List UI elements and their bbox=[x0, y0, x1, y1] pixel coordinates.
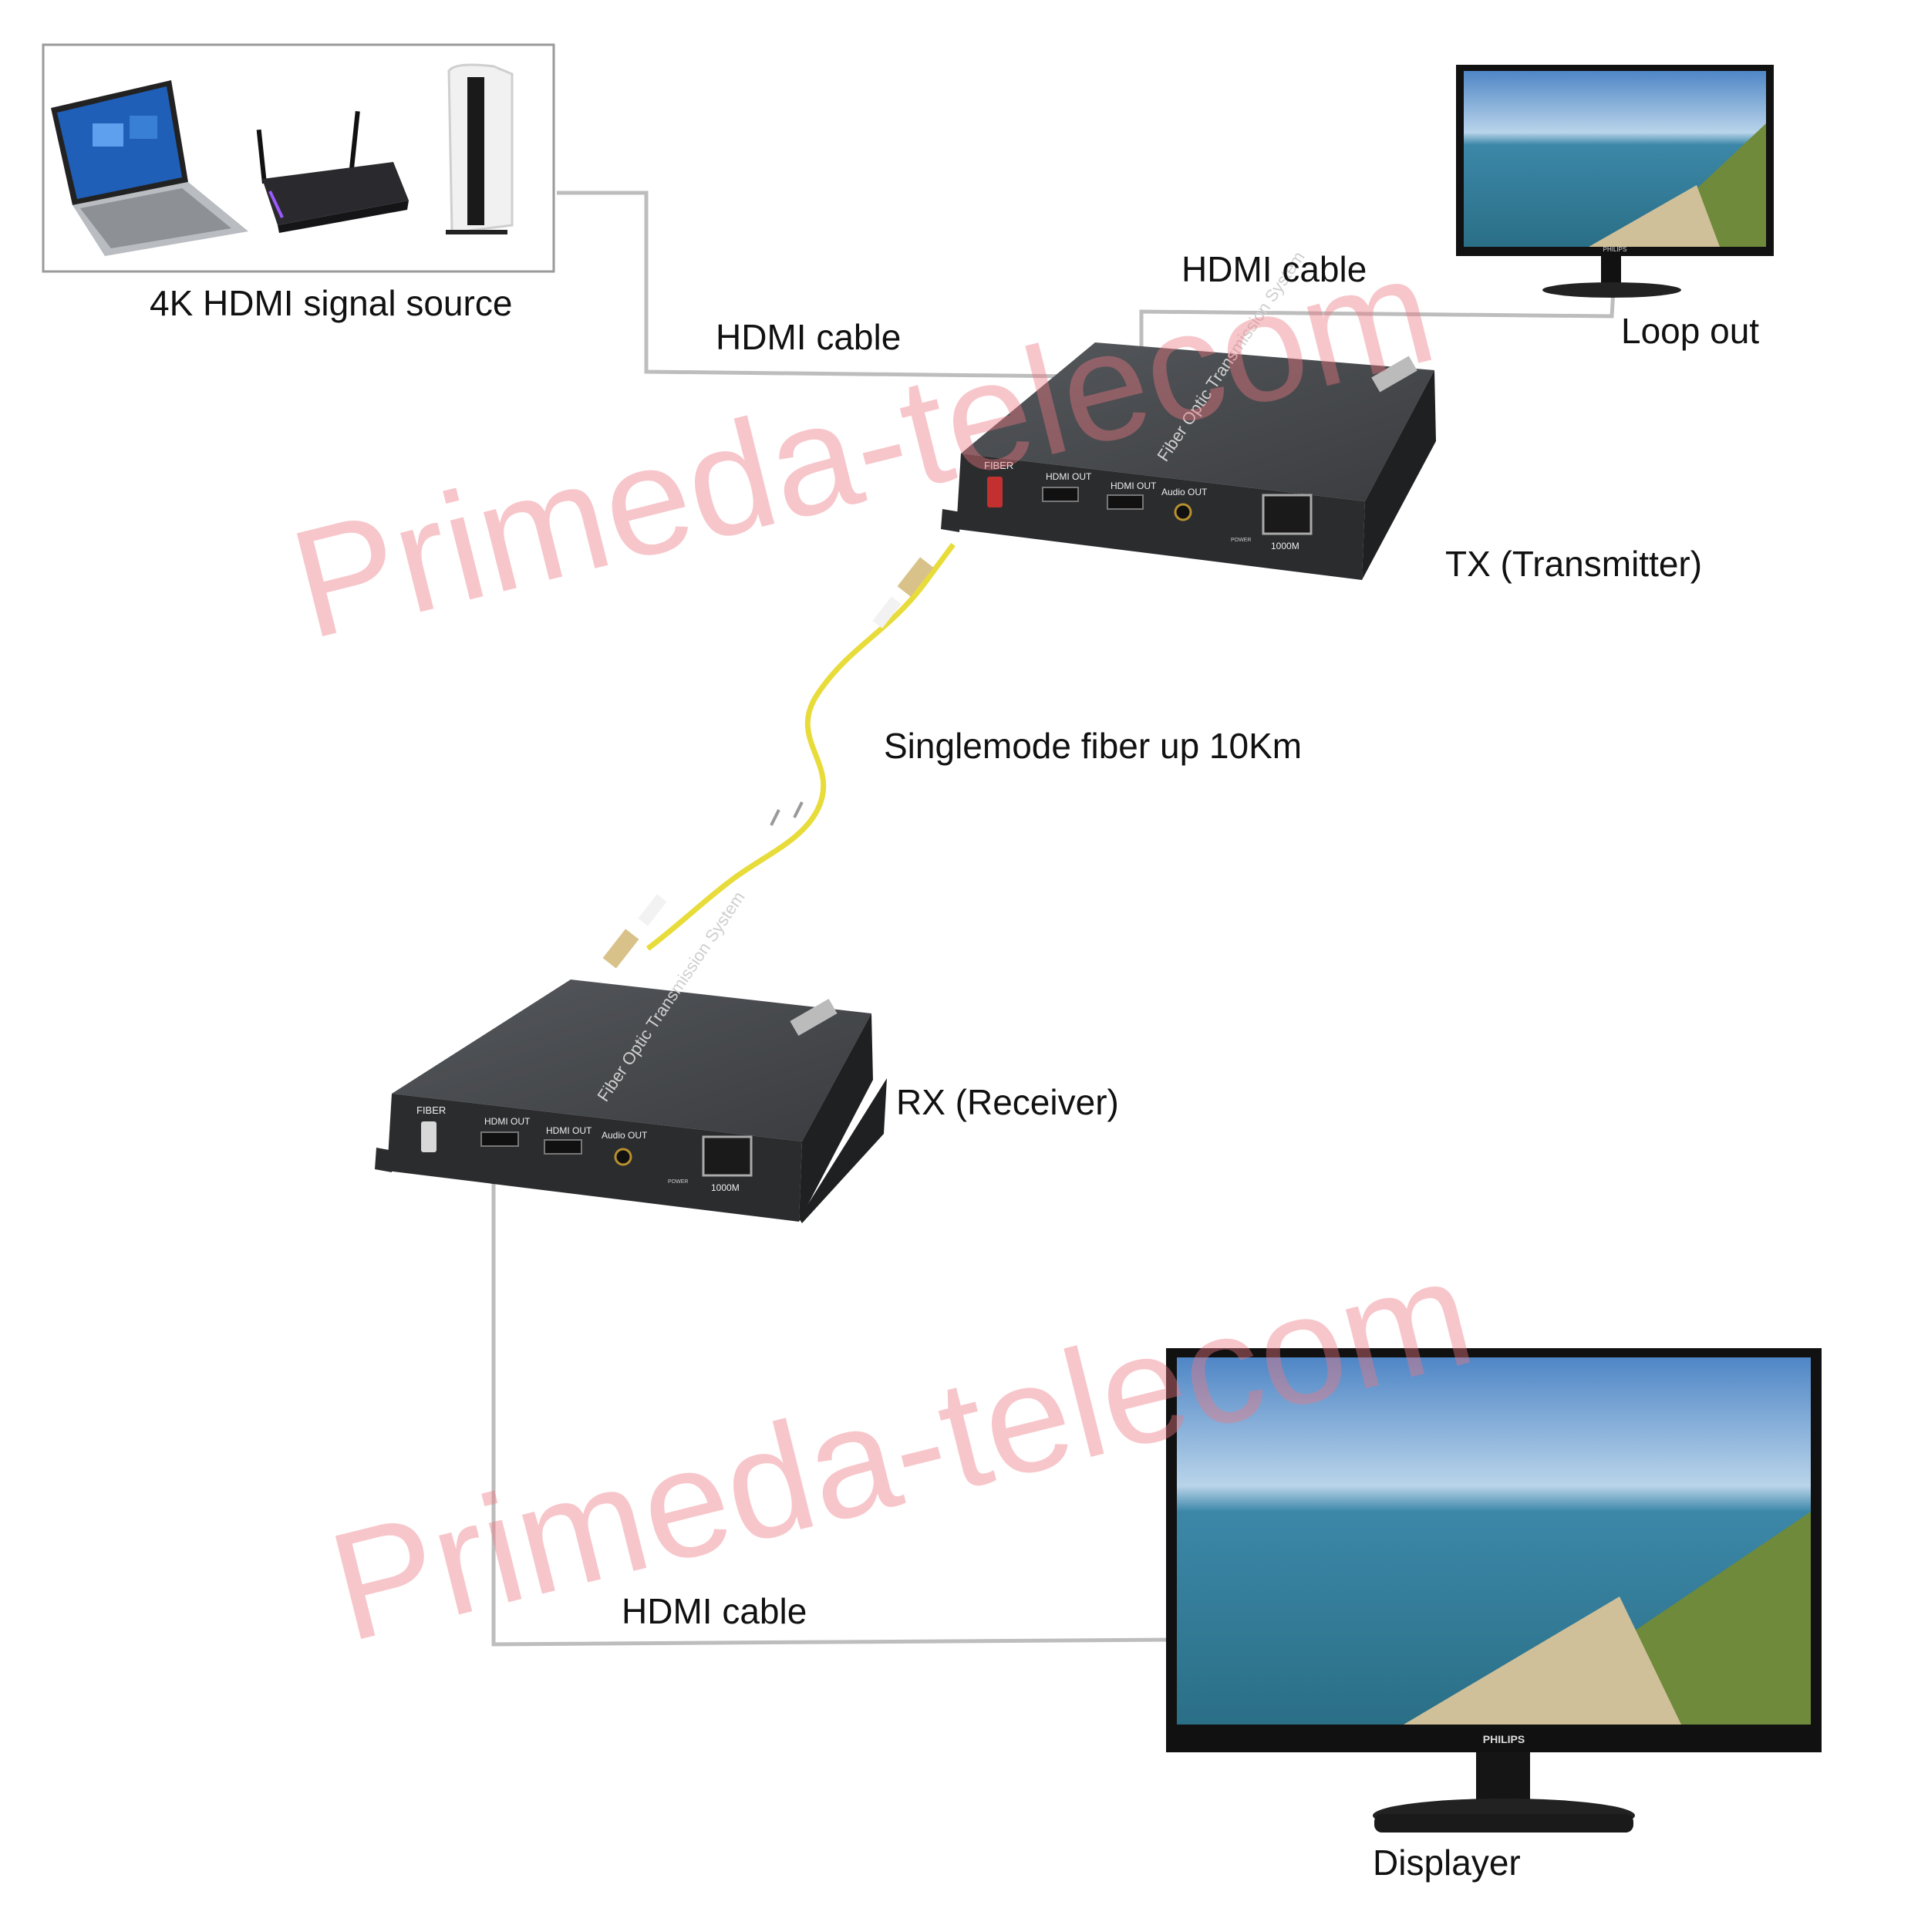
rx-lan-label: 1000M bbox=[711, 1182, 740, 1193]
monitor-brand: PHILIPS bbox=[1483, 1733, 1525, 1745]
tx-hdmi-out-label-1: HDMI OUT bbox=[1046, 471, 1092, 482]
tx-fiber-label: FIBER bbox=[984, 460, 1013, 471]
signal-source-box bbox=[42, 43, 555, 273]
laptop-icon bbox=[51, 80, 248, 256]
tx-power-label: POWER bbox=[1231, 538, 1251, 543]
loop-out-label: Loop out bbox=[1621, 311, 1760, 351]
rx-audio-jack bbox=[614, 1148, 632, 1166]
tx-label: TX (Transmitter) bbox=[1445, 544, 1703, 584]
hdmi-cable-label-1: HDMI cable bbox=[716, 317, 902, 357]
tx-audio-out-label: Audio OUT bbox=[1161, 487, 1208, 497]
rx-fiber-label: FIBER bbox=[416, 1104, 446, 1116]
tx-device: Fiber Optic Transmission System FIBER HD… bbox=[941, 248, 1448, 580]
loop-out-monitor: PHILIPS bbox=[1456, 65, 1774, 298]
tx-hdmi-port-1 bbox=[1042, 487, 1079, 502]
tx-lan-port bbox=[1262, 494, 1313, 535]
rx-hdmi-out-label-2: HDMI OUT bbox=[546, 1125, 592, 1136]
rx-lan-port bbox=[702, 1135, 753, 1177]
tx-audio-jack bbox=[1174, 503, 1192, 521]
rx-power-label: POWER bbox=[668, 1179, 688, 1185]
rx-hdmi-port-1 bbox=[480, 1131, 519, 1147]
hdmi-cable-label-3: HDMI cable bbox=[622, 1591, 807, 1631]
rx-fiber-port bbox=[421, 1121, 436, 1152]
rx-hdmi-out-label-1: HDMI OUT bbox=[484, 1116, 531, 1127]
fiber-cable bbox=[602, 542, 956, 969]
game-console-icon bbox=[446, 63, 514, 234]
hdmi-cable-rx-display bbox=[491, 1172, 1173, 1647]
tx-hdmi-port-2 bbox=[1107, 494, 1144, 510]
rx-hdmi-port-2 bbox=[544, 1139, 582, 1155]
fiber-label: Singlemode fiber up 10Km bbox=[884, 726, 1303, 766]
displayer-label: Displayer bbox=[1373, 1843, 1521, 1883]
tx-hdmi-out-label-2: HDMI OUT bbox=[1111, 480, 1157, 491]
tx-lan-label: 1000M bbox=[1271, 541, 1299, 551]
display-monitor: PHILIPS bbox=[1166, 1348, 1822, 1833]
tx-fiber-port bbox=[987, 477, 1003, 507]
monitor-brand-small: PHILIPS bbox=[1603, 246, 1627, 253]
rx-label: RX (Receiver) bbox=[896, 1082, 1119, 1122]
source-label: 4K HDMI signal source bbox=[150, 283, 513, 323]
rx-audio-out-label: Audio OUT bbox=[602, 1130, 648, 1141]
hdmi-cable-label-2: HDMI cable bbox=[1181, 249, 1367, 289]
router-icon bbox=[256, 110, 409, 233]
